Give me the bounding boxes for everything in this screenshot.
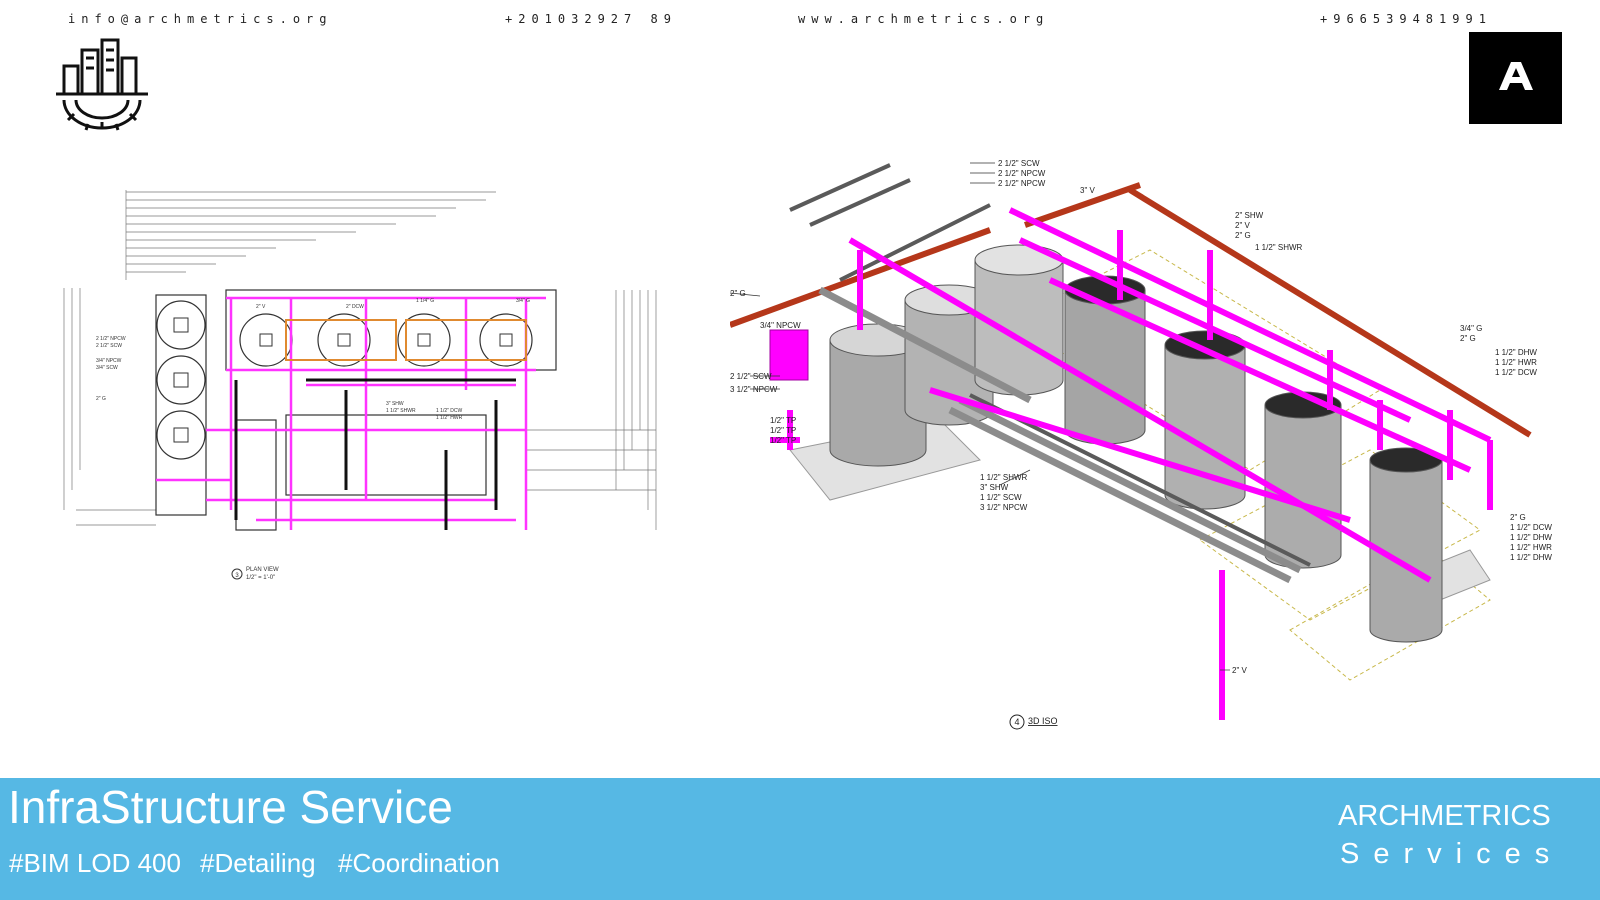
iso-label: 1 1/2" DCW	[1495, 368, 1537, 377]
iso-label: 2 1/2" NPCW	[998, 169, 1046, 178]
iso-label: 3/4" G	[1460, 324, 1482, 333]
footer-banner: InfraStructure Service #BIM LOD 400 #Det…	[0, 778, 1600, 900]
tag-coordination[interactable]: #Coordination	[338, 848, 500, 878]
plan-label: 1 1/4" G	[416, 298, 434, 304]
plan-number-circle	[231, 568, 243, 580]
plan-number: 3	[235, 573, 239, 579]
iso-label: 3 1/2" NPCW	[980, 503, 1028, 512]
plan-label: 2" DCW	[346, 304, 364, 310]
brand-subtitle: Services	[1340, 838, 1564, 870]
plan-label: 2 1/2" SCW	[96, 343, 122, 349]
iso-label: 1/2" TP	[770, 416, 796, 425]
plan-label: 3/4" NPCW	[96, 358, 122, 364]
city-gear-icon	[54, 36, 150, 132]
iso-label: 1 1/2" SCW	[980, 493, 1022, 502]
plan-label: 3/4" G	[516, 298, 530, 304]
plan-title: PLAN VIEW	[246, 567, 279, 573]
iso-title: 3D ISO	[1028, 716, 1058, 726]
plan-label: 2" G	[96, 396, 106, 402]
iso-label: 2" G	[1235, 231, 1251, 240]
tp-panel	[769, 329, 809, 381]
tag-detailing[interactable]: #Detailing	[200, 848, 316, 878]
iso-number-circle	[1009, 714, 1025, 730]
iso-label: 2 1/2" SCW	[998, 159, 1040, 168]
iso-label: 1 1/2" DHW	[1510, 533, 1552, 542]
plan-label: 1 1/2" HWR	[436, 415, 463, 421]
plan-label: 1 1/2" SHWR	[386, 408, 416, 414]
iso-label: 1 1/2" HWR	[1510, 543, 1552, 552]
iso-label: 2" G	[1510, 513, 1526, 522]
header-phone-sa[interactable]: +966539481991	[1320, 12, 1492, 26]
header-website[interactable]: www.archmetrics.org	[798, 12, 1050, 26]
iso-label: 2" G	[1460, 334, 1476, 343]
plan-label: 3/4" SCW	[96, 365, 118, 371]
iso-label: 3/4" NPCW	[760, 321, 801, 330]
plan-label: 3" SHW	[386, 401, 404, 407]
iso-label: 1/2" TP	[770, 436, 796, 445]
plan-label: 1 1/2" DCW	[436, 408, 463, 414]
header-email[interactable]: info@archmetrics.org	[68, 12, 333, 26]
iso-label: 1/2" TP	[770, 426, 796, 435]
plan-view-drawing: 2 1/2" NPCW 2 1/2" SCW 3/4" NPCW 3/4" SC…	[56, 130, 666, 600]
iso-label: 1 1/2" DHW	[1495, 348, 1537, 357]
letter-a-logo	[1499, 62, 1533, 90]
plan-scale: 1/2" = 1'-0"	[246, 575, 275, 581]
iso-label: 2" G	[730, 289, 746, 298]
plan-label: 2 1/2" NPCW	[96, 336, 126, 342]
iso-label: 2" V	[1232, 666, 1248, 675]
iso-label: 1 1/2" SHWR	[1255, 243, 1303, 252]
iso-view-drawing: 2 1/2" SCW 2 1/2" NPCW 2 1/2" NPCW 3" V …	[728, 150, 1560, 750]
iso-label: 1 1/2" SHWR	[980, 473, 1028, 482]
iso-label: 2" SHW	[1235, 211, 1264, 220]
header-phone-eg[interactable]: +201032927 89	[505, 12, 677, 26]
iso-label: 3" V	[1080, 186, 1096, 195]
iso-label: 2 1/2" SCW	[730, 372, 772, 381]
plan-label: 2" V	[256, 304, 266, 310]
service-title: InfraStructure Service	[8, 781, 453, 833]
iso-number: 4	[1014, 717, 1019, 727]
brand-name: ARCHMETRICS	[1338, 800, 1551, 832]
iso-label: 2 1/2" NPCW	[998, 179, 1046, 188]
iso-label: 1 1/2" HWR	[1495, 358, 1537, 367]
iso-label: 2" V	[1235, 221, 1251, 230]
brand-logo	[1469, 32, 1562, 124]
iso-label: 3 1/2" NPCW	[730, 385, 778, 394]
iso-label: 1 1/2" DCW	[1510, 523, 1552, 532]
iso-label: 3" SHW	[980, 483, 1009, 492]
tag-bim[interactable]: #BIM LOD 400	[9, 848, 181, 878]
iso-label: 1 1/2" DHW	[1510, 553, 1552, 562]
